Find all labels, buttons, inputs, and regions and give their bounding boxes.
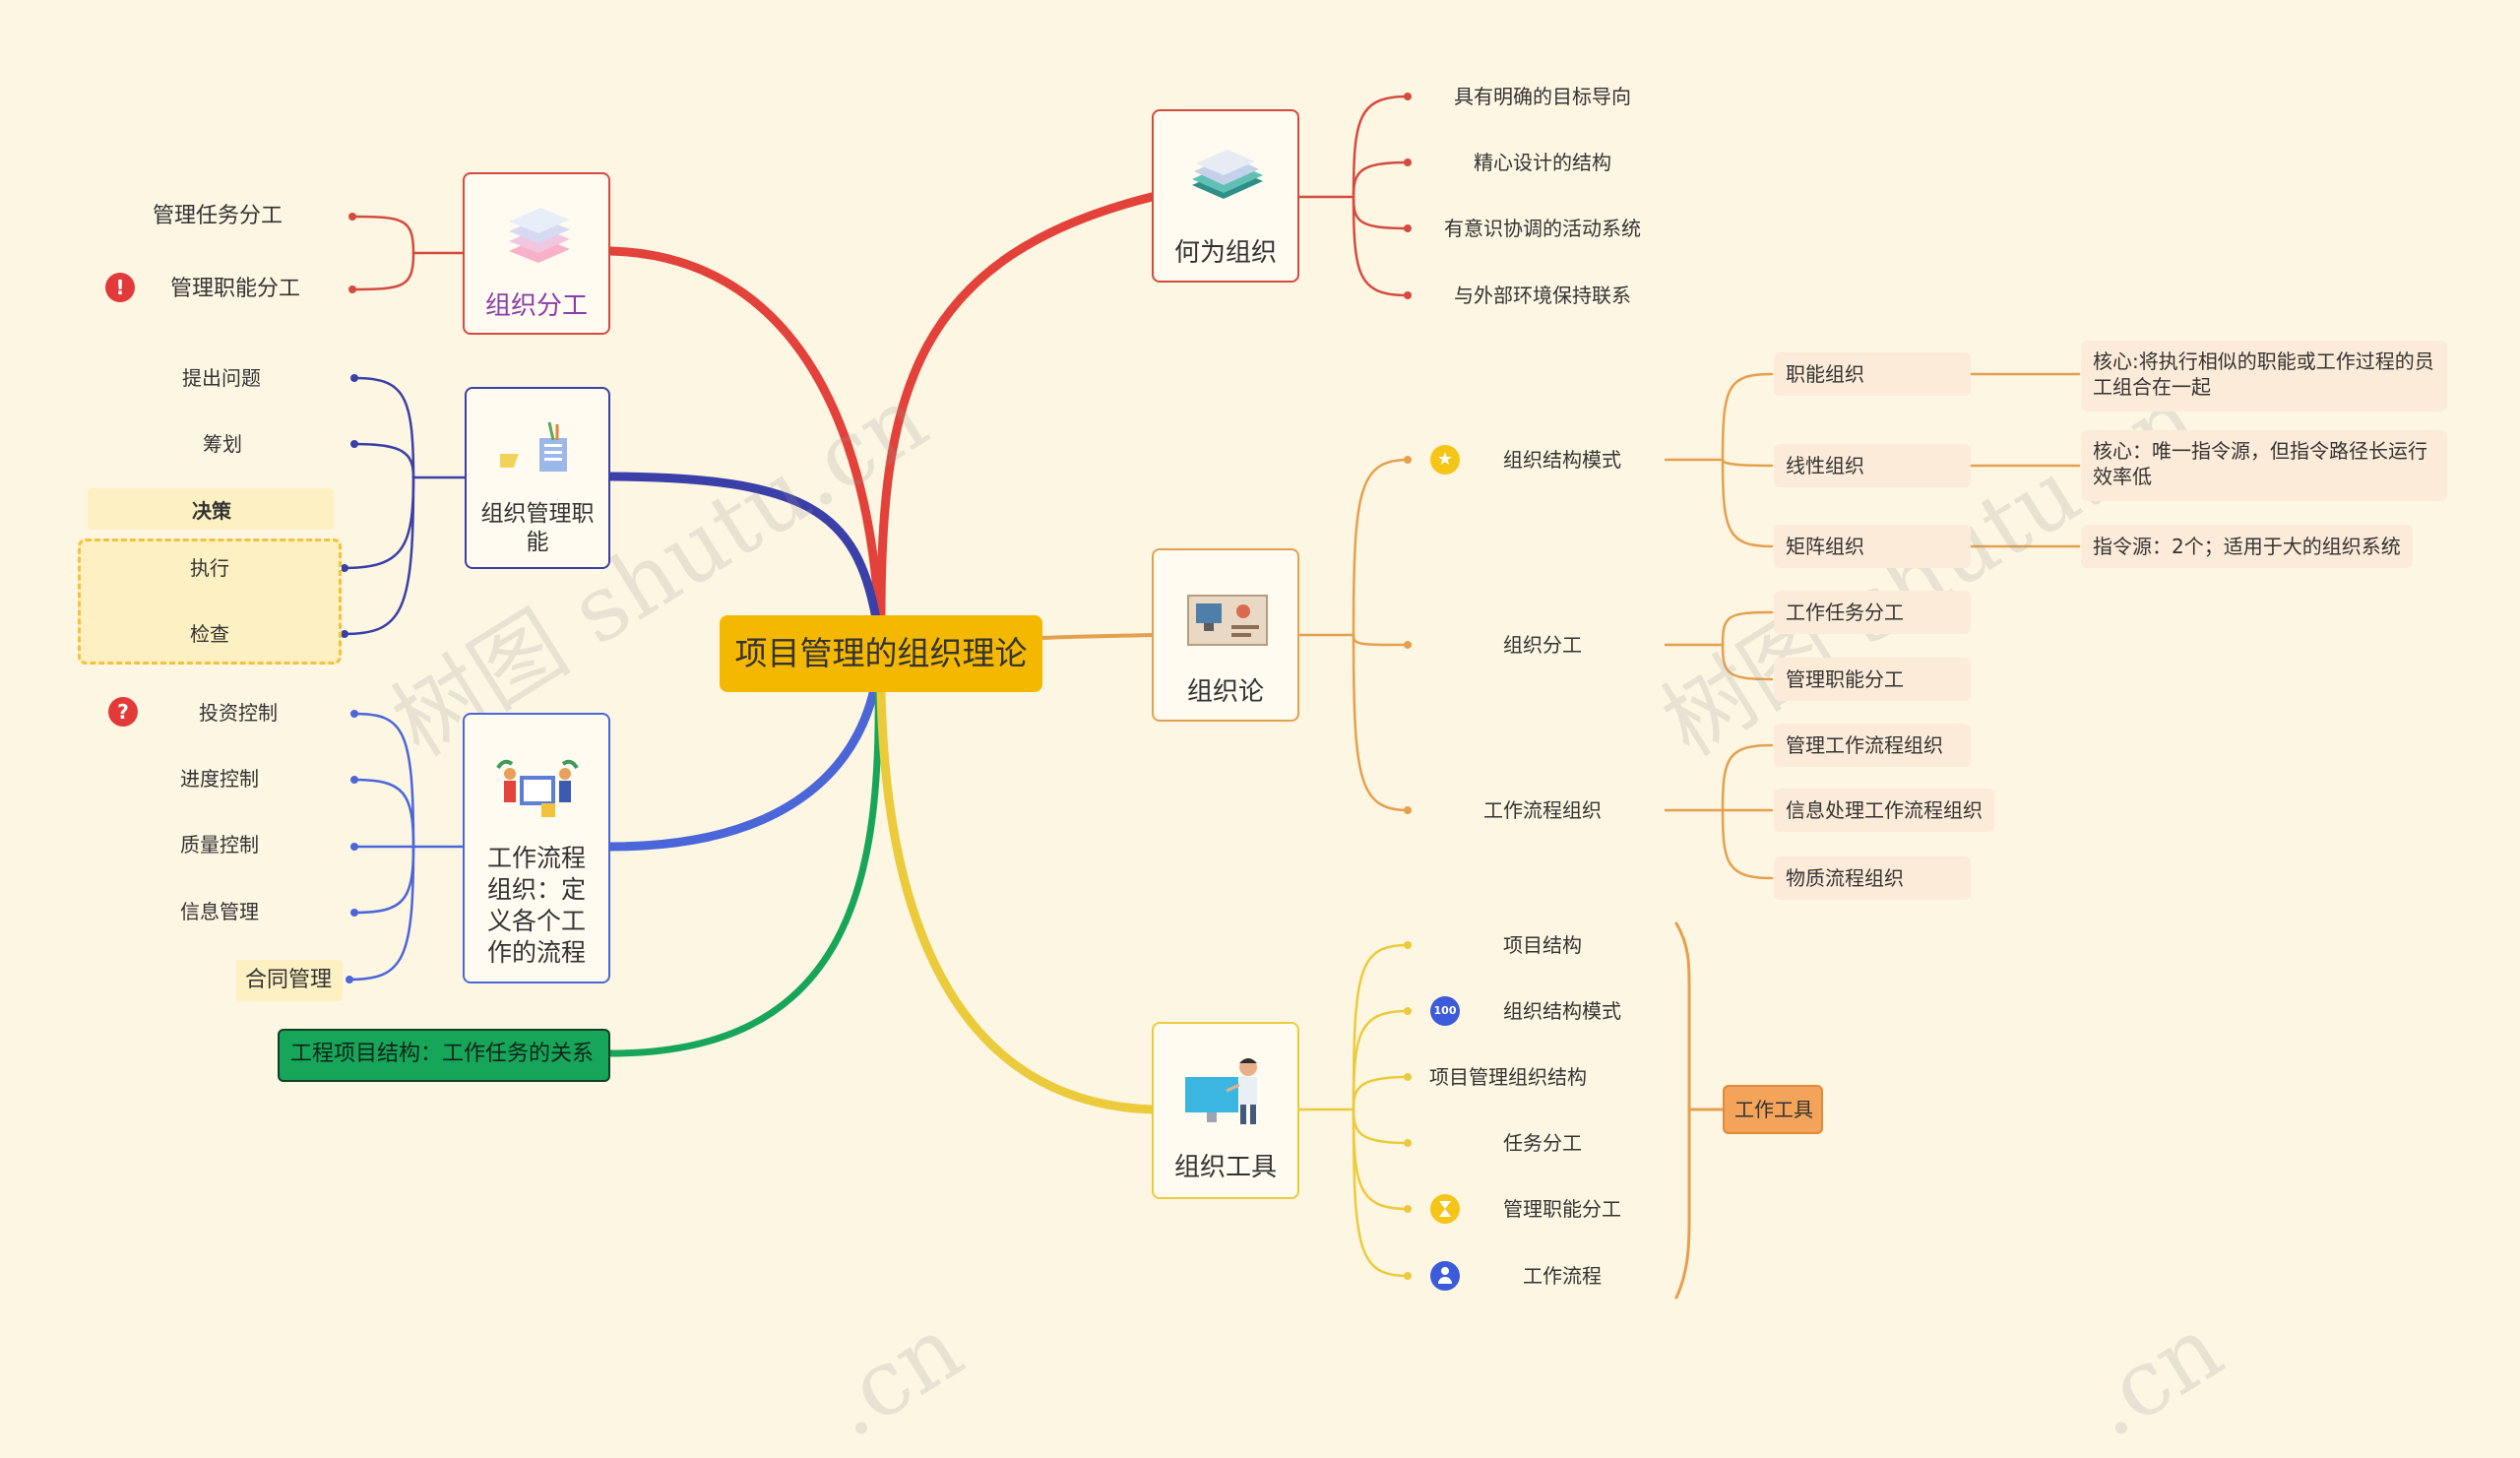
topic-title: 组织工具 [1173, 1153, 1277, 1182]
chip-xinxi-chuli-liucheng[interactable]: 信息处理工作流程组织 [1774, 789, 1994, 832]
title-line: 作的流程 [486, 938, 586, 967]
chip-wuzhi-liucheng[interactable]: 物质流程组织 [1774, 856, 1971, 900]
summary-label: 工作工具 [1734, 1098, 1813, 1121]
leaf-jiancha[interactable]: 检查 [190, 622, 229, 646]
leaf-guanli-zhineng-fengong[interactable]: 管理职能分工 [1503, 1197, 1621, 1221]
hourglass-icon [1430, 1194, 1460, 1224]
person-body [1438, 1277, 1452, 1284]
workspace-icon [1187, 595, 1268, 646]
topic-zuzhi-guanli-zhineng[interactable]: 组织管理职能 [465, 387, 610, 569]
leaf-xinxi-guanli[interactable]: 信息管理 [180, 900, 259, 923]
tasks-icon [500, 421, 567, 472]
connector-lines [341, 93, 2081, 1300]
topic-title: 工作流程 组织：定 义各个工 作的流程 [465, 843, 608, 969]
hourglass-glyph [1439, 1209, 1451, 1217]
chip-gongzuo-renwu-fengong[interactable]: 工作任务分工 [1774, 591, 1971, 634]
topic-zuzhi-gongju[interactable]: 组织工具 [1152, 1022, 1299, 1199]
chip-zhineng-zuzhi[interactable]: 职能组织 [1774, 352, 1971, 396]
hourglass-glyph [1439, 1201, 1451, 1209]
chip-xianxing-zuzhi[interactable]: 线性组织 [1774, 444, 1971, 487]
root-topic[interactable]: 项目管理的组织理论 [720, 615, 1042, 692]
title-line: 组织：定 [486, 875, 586, 904]
topic-title: 何为组织 [1173, 238, 1277, 268]
person-icon [1430, 1261, 1460, 1291]
leaf-guanli-zhineng-fengong[interactable]: 管理职能分工 [170, 277, 301, 301]
chip-guanli-gongzuo-liucheng[interactable]: 管理工作流程组织 [1774, 724, 1971, 767]
hundred-icon: 100 [1430, 996, 1460, 1026]
exclamation-icon: ! [105, 273, 135, 302]
sub-gongzuo-liucheng-zuzhi[interactable]: 工作流程组织 [1483, 798, 1602, 822]
decision-highlight[interactable] [88, 488, 334, 530]
leaf-hetong-guanli[interactable] [236, 960, 343, 1001]
topic-title: 组织分工 [484, 291, 588, 321]
topic-title: 工程项目结构：工作任务的关系 [290, 1042, 595, 1066]
star-icon: ★ [1430, 445, 1460, 475]
topic-zuzhi-fengong[interactable]: 组织分工 [463, 172, 610, 335]
leaf-zhiliang-kongzhi[interactable]: 质量控制 [180, 833, 259, 856]
stack-papers-icon [509, 208, 570, 263]
title-line: 义各个工 [486, 907, 586, 935]
leaf-xiangmu-guanli-zuzhi-jiegou[interactable]: 项目管理组织结构 [1429, 1065, 1587, 1089]
note-xianxing[interactable]: 核心：唯一指令源，但指令路径长运行效率低 [2081, 430, 2447, 501]
leaf-zuzhi-jiegou-moshi[interactable]: 组织结构模式 [1503, 999, 1621, 1023]
chip-guanli-zhineng-fengong[interactable]: 管理职能分工 [1774, 658, 1971, 701]
leaf-guanli-renwu-fengong[interactable]: 管理任务分工 [153, 204, 284, 228]
note-zhineng[interactable]: 核心:将执行相似的职能或工作过程的员工组合在一起 [2081, 341, 2447, 412]
leaf-zhixing[interactable]: 执行 [190, 556, 229, 580]
leaf-gongzuo-liucheng[interactable]: 工作流程 [1523, 1264, 1602, 1288]
leaf-chouhua[interactable]: 筹划 [203, 432, 242, 456]
team-icon [496, 759, 579, 817]
note-juzhen[interactable]: 指令源：2个；适用于大的组织系统 [2081, 525, 2413, 568]
leaf-xiangmu-jiegou[interactable]: 项目结构 [1503, 933, 1582, 957]
leaf-waibu-huanjing[interactable]: 与外部环境保持联系 [1454, 284, 1631, 307]
leaf-juece[interactable]: 决策 [192, 499, 231, 523]
topic-zuzhi-lun[interactable]: 组织论 [1152, 548, 1299, 722]
topic-title: 组织管理职能 [480, 501, 595, 555]
leaf-huodong-xitong[interactable]: 有意识协调的活动系统 [1444, 217, 1641, 240]
selection-box [78, 539, 342, 665]
leaf-renwu-fengong[interactable]: 任务分工 [1503, 1131, 1582, 1155]
sub-zuzhi-fengong[interactable]: 组织分工 [1503, 633, 1582, 657]
topic-gongcheng-xiangmu-jiegou[interactable] [278, 1029, 610, 1082]
person-head [1441, 1267, 1449, 1275]
leaf-jindu-kongzhi[interactable]: 进度控制 [180, 767, 259, 791]
leaf-jingxin-sheji[interactable]: 精心设计的结构 [1474, 151, 1611, 174]
sub-zuzhi-jiegou-moshi[interactable]: 组织结构模式 [1503, 448, 1621, 472]
summary-gongzuo-gongju[interactable] [1723, 1085, 1823, 1134]
leaf-hetong-guanli-label: 合同管理 [245, 968, 333, 992]
topic-gongzuo-liucheng-zuzhi[interactable]: 工作流程 组织：定 义各个工 作的流程 [463, 713, 610, 983]
topic-hewei-zuzhi[interactable]: 何为组织 [1152, 109, 1299, 283]
topic-title: 组织论 [1186, 677, 1264, 707]
books-icon [1192, 150, 1263, 199]
leaf-tichu-wenti[interactable]: 提出问题 [182, 366, 261, 390]
title-line: 工作流程 [486, 844, 586, 872]
presenter-icon [1185, 1058, 1257, 1124]
leaf-mubiao-daoxiang[interactable]: 具有明确的目标导向 [1454, 85, 1631, 108]
leaf-touzi-kongzhi[interactable]: 投资控制 [199, 701, 278, 725]
chip-juzhen-zuzhi[interactable]: 矩阵组织 [1774, 525, 1971, 568]
question-icon: ? [108, 697, 138, 727]
